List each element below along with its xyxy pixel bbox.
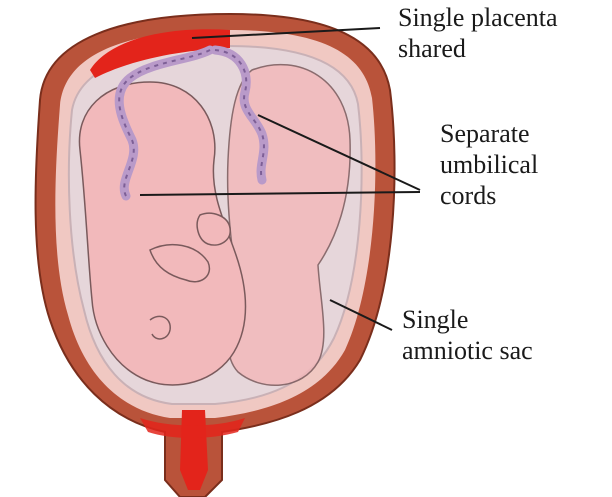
label-amniotic-sac: Single amniotic sac	[402, 304, 533, 366]
label-placenta: Single placenta shared	[398, 2, 558, 64]
label-cords-line1: Separate	[440, 118, 538, 149]
label-placenta-line1: Single placenta	[398, 2, 558, 33]
label-placenta-line2: shared	[398, 33, 558, 64]
label-umbilical-cords: Separate umbilical cords	[440, 118, 538, 211]
cervical-canal	[180, 410, 208, 490]
label-cords-line3: cords	[440, 180, 538, 211]
label-sac-line1: Single	[402, 304, 533, 335]
label-sac-line2: amniotic sac	[402, 335, 533, 366]
label-cords-line2: umbilical	[440, 149, 538, 180]
